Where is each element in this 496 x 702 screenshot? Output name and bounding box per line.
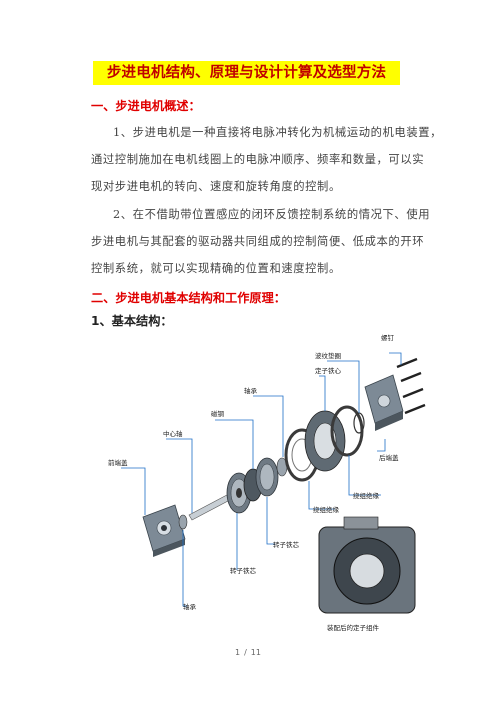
section-2-heading: 二、步进电机基本结构和工作原理： — [91, 291, 286, 305]
label-assembled-stator: 装配后的定子组件 — [327, 623, 380, 632]
label-winding-insulation-1: 绕组绝缘 — [353, 491, 380, 500]
stator-core-part — [304, 410, 346, 472]
paragraph-2-line-1: 2、在不借助带位置感应的闭环反馈控制系统的情况下、使用 — [113, 208, 431, 221]
bottom-bearing-part — [178, 514, 188, 530]
label-rotor-core-2: 转子铁芯 — [230, 566, 257, 575]
label-winding-insulation-2: 绕组绝缘 — [313, 505, 340, 514]
paragraph-2-line-2: 步进电机与其配套的驱动器共同组成的控制简便、低成本的开环 — [91, 235, 425, 248]
screw-parts — [396, 357, 426, 415]
section-1-heading: 一、步进电机概述： — [91, 99, 201, 113]
rear-cover-part — [364, 374, 404, 431]
label-wave-washer: 波纹垫圈 — [315, 351, 341, 360]
label-rotor-core-1: 转子铁芯 — [273, 540, 300, 549]
paragraph-1-line-3: 现对步进电机的转向、速度和旋转角度的控制。 — [91, 180, 341, 193]
label-magnet: 磁钢 — [211, 409, 225, 418]
label-center-shaft: 中心轴 — [163, 429, 183, 438]
page-current: 1 — [235, 648, 241, 657]
exploded-view-diagram: 螺钉 波纹垫圈 定子铁心 轴承 磁钢 中心轴 前端盖 后端盖 绕组绝缘 绕组绝缘… — [108, 333, 426, 632]
subsection-1-heading: 1、基本结构： — [91, 314, 173, 328]
label-screw: 螺钉 — [381, 333, 395, 342]
rotor-core-2-part — [255, 457, 279, 497]
paragraph-1-line-1: 1、步进电机是一种直接将电脉冲转化为机械运动的机电装置， — [113, 126, 443, 139]
document-title: 步进电机结构、原理与设计计算及选型方法 — [93, 61, 400, 85]
paragraph-2-line-3: 控制系统，就可以实现精确的位置和速度控制。 — [91, 262, 341, 275]
page-number: 1/11 — [0, 648, 496, 657]
label-bearing-bottom: 轴承 — [183, 602, 197, 611]
front-cover-part — [142, 504, 186, 557]
label-bearing-top: 轴承 — [244, 386, 258, 395]
assembled-stator-part — [318, 516, 416, 614]
page-total: 11 — [250, 648, 261, 657]
paragraph-1-line-2: 通过控制施加在电机线圈上的电脉冲顺序、频率和数量，可以实 — [91, 153, 425, 166]
page-separator: / — [244, 648, 247, 657]
label-stator-core: 定子铁心 — [315, 366, 342, 375]
label-front-cover: 前端盖 — [108, 458, 128, 467]
label-rear-cover: 后端盖 — [379, 453, 399, 462]
